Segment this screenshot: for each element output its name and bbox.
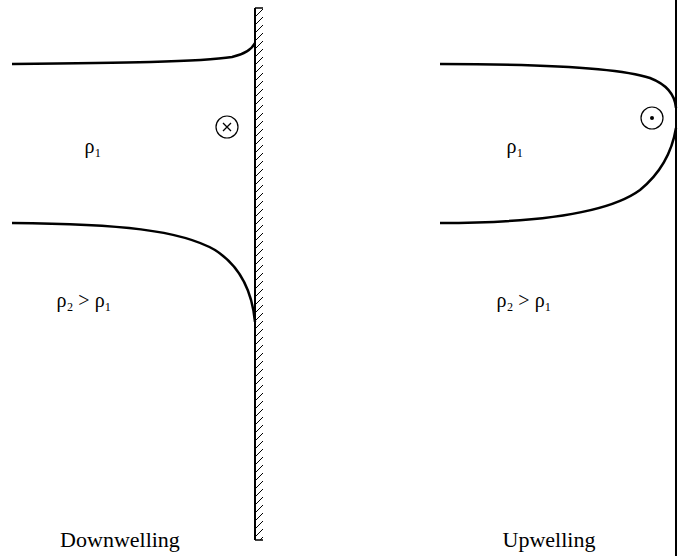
panel-title: Upwelling	[503, 529, 596, 551]
density-label: ρ₁	[85, 136, 102, 156]
density-label: ρ₂ > ρ₁	[56, 290, 111, 310]
out-of-page-dot	[650, 116, 654, 120]
surface-interface	[12, 43, 255, 64]
coastal-wall	[254, 8, 256, 540]
wall-hatching	[255, 8, 263, 540]
coastal-wall	[675, 0, 677, 556]
wall-end-tick	[255, 7, 263, 9]
density-label: ρ₁	[507, 136, 524, 156]
density-interface	[440, 128, 676, 223]
surface-interface	[440, 64, 676, 108]
downwelling-panel	[12, 8, 263, 540]
upwelling-panel	[440, 0, 676, 556]
density-label: ρ₂ > ρ₁	[496, 290, 551, 310]
into-page-cross	[223, 123, 231, 131]
out-of-page-symbol	[641, 107, 663, 129]
into-page-symbol	[216, 116, 238, 138]
wall-end-tick	[255, 539, 263, 541]
panel-title: Downwelling	[60, 529, 180, 551]
density-interface	[12, 223, 255, 322]
